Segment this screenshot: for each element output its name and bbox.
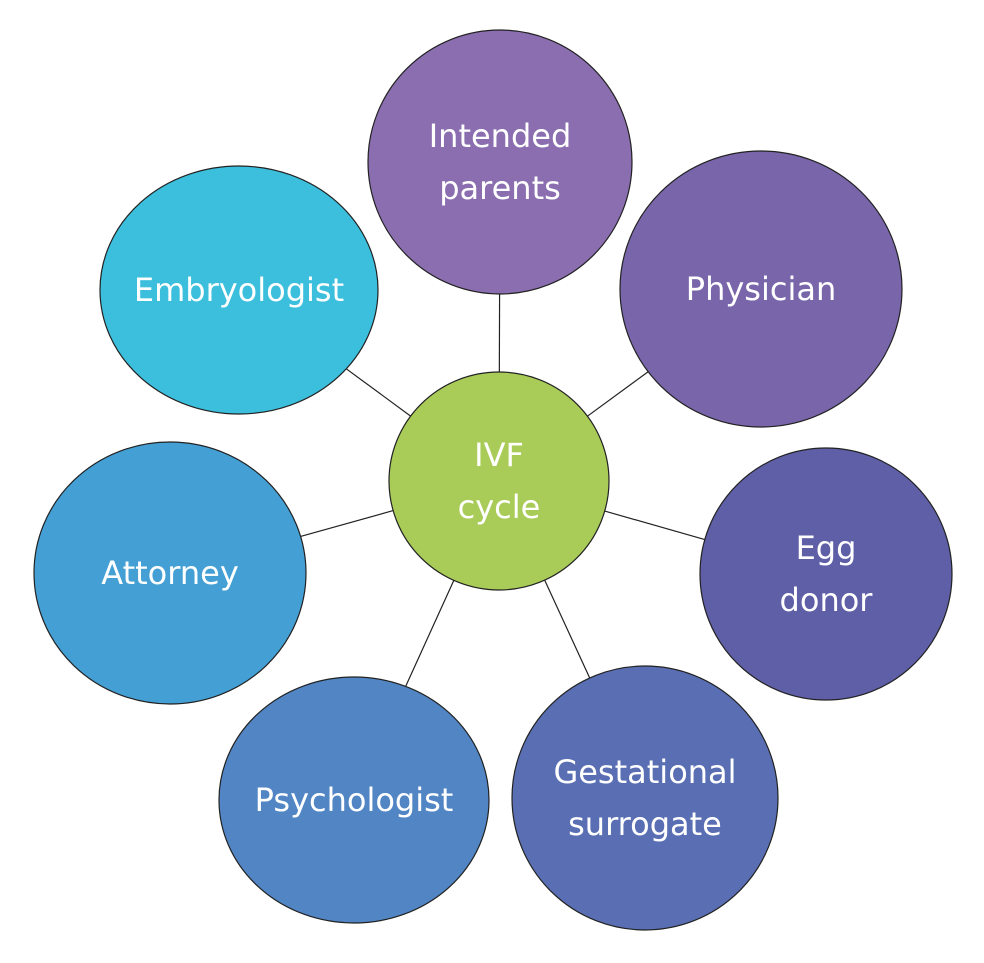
node-egg-donor: Egg donor: [699, 447, 953, 701]
node-attorney-label: Attorney: [101, 554, 239, 592]
node-physician-label: Physician: [686, 270, 836, 308]
center-node-ivf-cycle-label: cycle: [458, 488, 541, 526]
node-gestational-surrogate-label: Gestational: [553, 753, 736, 791]
connector-embryologist: [345, 368, 411, 417]
center-node-ivf-cycle: IVF cycle: [388, 371, 610, 591]
center-node-ivf-cycle-label: IVF: [474, 436, 524, 474]
node-psychologist-circle: [218, 676, 490, 924]
node-gestational-surrogate: Gestational surrogate: [511, 665, 779, 931]
node-embryologist: Embryologist: [99, 165, 379, 415]
connectors: [300, 293, 705, 687]
connector-egg-donor: [604, 510, 705, 541]
node-gestational-surrogate-circle: [511, 665, 779, 931]
node-egg-donor-label: Egg: [796, 529, 857, 567]
connector-physician: [587, 371, 649, 417]
center-node-ivf-cycle-circle: [388, 371, 610, 591]
node-psychologist: Psychologist: [218, 676, 490, 924]
node-physician-circle: [619, 150, 903, 428]
connector-attorney: [300, 510, 394, 538]
node-intended-parents: Intended parents: [367, 29, 633, 295]
node-attorney: Attorney: [33, 441, 307, 705]
node-psychologist-label: Psychologist: [255, 781, 454, 819]
node-intended-parents-circle: [367, 29, 633, 295]
node-egg-donor-circle: [699, 447, 953, 701]
node-embryologist-label: Embryologist: [134, 271, 344, 309]
connector-gestational-surrogate: [544, 579, 591, 679]
node-embryologist-circle: [99, 165, 379, 415]
node-attorney-circle: [33, 441, 307, 705]
node-intended-parents-label: parents: [439, 169, 561, 207]
connector-psychologist: [405, 580, 455, 687]
node-egg-donor-label: donor: [780, 581, 874, 619]
node-physician: Physician: [619, 150, 903, 428]
node-intended-parents-label: Intended: [429, 117, 572, 155]
node-gestational-surrogate-label: surrogate: [568, 805, 722, 843]
